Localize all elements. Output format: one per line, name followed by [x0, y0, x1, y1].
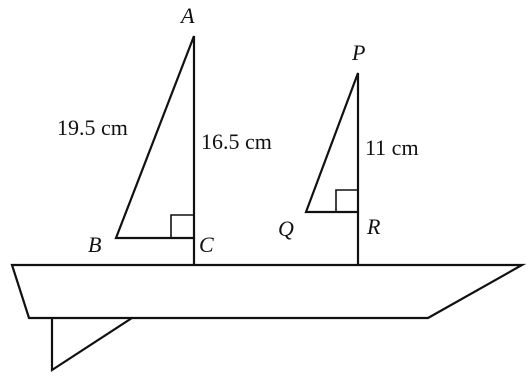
boat-keel — [50, 317, 133, 373]
right-angle-mark-r — [335, 189, 358, 212]
triangle-abc — [114, 35, 196, 240]
label-length-pr: 11 cm — [365, 135, 419, 160]
boat-hull — [10, 263, 526, 320]
label-point-r: R — [366, 214, 381, 239]
label-point-c: C — [199, 232, 214, 257]
label-point-p: P — [351, 40, 365, 65]
label-point-a: A — [179, 3, 195, 28]
label-point-q: Q — [278, 216, 294, 241]
right-angle-mark-c — [170, 214, 194, 238]
triangle-pqr — [304, 72, 360, 214]
label-length-ac: 16.5 cm — [201, 129, 272, 154]
label-length-ab: 19.5 cm — [57, 115, 128, 140]
label-point-b: B — [88, 232, 101, 257]
